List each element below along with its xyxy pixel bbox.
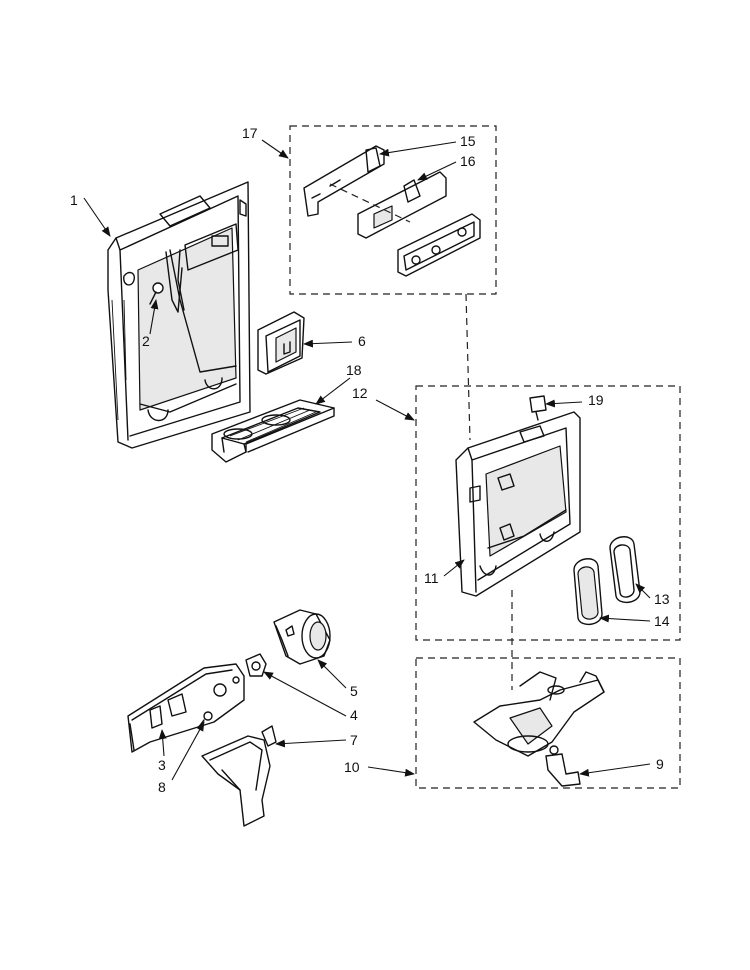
part-9-elbow <box>545 745 581 787</box>
assembly-line-17 <box>329 183 411 223</box>
connector-line-17-12 <box>465 293 471 441</box>
callout-3: 3 <box>158 729 167 773</box>
part-6-switch-cover <box>257 311 305 375</box>
part-18-drip-tray <box>211 399 335 463</box>
callout-label-4: 4 <box>350 707 358 723</box>
part-14-paddle-pad <box>573 558 603 625</box>
part-2-screw <box>149 282 164 305</box>
part-7-door-flap <box>201 725 277 827</box>
callout-4: 4 <box>263 671 358 723</box>
callout-12: 12 <box>352 385 415 421</box>
callout-label-18: 18 <box>346 362 362 378</box>
group-box-12 <box>415 385 681 641</box>
part-19-switch <box>529 395 547 421</box>
part-13-paddle <box>609 536 641 603</box>
callout-label-3: 3 <box>158 757 166 773</box>
callout-label-14: 14 <box>654 613 670 629</box>
group-box-10 <box>415 657 681 789</box>
part-3-door-bracket <box>127 663 245 753</box>
callout-label-10: 10 <box>344 759 360 775</box>
callout-2: 2 <box>142 299 159 349</box>
callout-16: 16 <box>417 153 476 181</box>
callout-5: 5 <box>317 659 358 699</box>
group-box-17 <box>289 125 497 295</box>
part-10-ice-chute <box>473 671 605 757</box>
callout-17: 17 <box>242 125 289 159</box>
part-17-control-panel <box>397 213 481 277</box>
callout-label-11: 11 <box>424 570 439 586</box>
part-4-coupler <box>245 653 267 677</box>
callout-6: 6 <box>303 333 366 349</box>
callout-11: 11 <box>424 559 465 586</box>
callout-label-8: 8 <box>158 779 166 795</box>
part-5-motor <box>273 609 331 665</box>
part-1-dispenser-housing <box>107 181 251 449</box>
callout-label-17: 17 <box>242 125 258 141</box>
part-11-dispenser-frame <box>455 411 581 597</box>
callout-1: 1 <box>70 192 111 237</box>
callout-9: 9 <box>579 756 664 777</box>
callout-19: 19 <box>545 392 604 408</box>
part-15-bracket <box>303 145 385 217</box>
callout-10: 10 <box>344 759 415 777</box>
callout-18: 18 <box>315 362 362 405</box>
callout-label-7: 7 <box>350 732 358 748</box>
callout-label-13: 13 <box>654 591 670 607</box>
callout-label-2: 2 <box>142 333 150 349</box>
part-16-switch-board <box>357 171 447 239</box>
callout-8: 8 <box>158 721 205 795</box>
callout-label-19: 19 <box>588 392 604 408</box>
callout-label-16: 16 <box>460 153 476 169</box>
callout-14: 14 <box>599 613 670 629</box>
callout-label-1: 1 <box>70 192 78 208</box>
callout-label-12: 12 <box>352 385 368 401</box>
callout-label-5: 5 <box>350 683 358 699</box>
callout-label-6: 6 <box>358 333 366 349</box>
callout-13: 13 <box>635 583 670 607</box>
callout-label-15: 15 <box>460 133 476 149</box>
callout-15: 15 <box>379 133 476 157</box>
callout-7: 7 <box>275 732 358 748</box>
callout-label-9: 9 <box>656 756 664 772</box>
